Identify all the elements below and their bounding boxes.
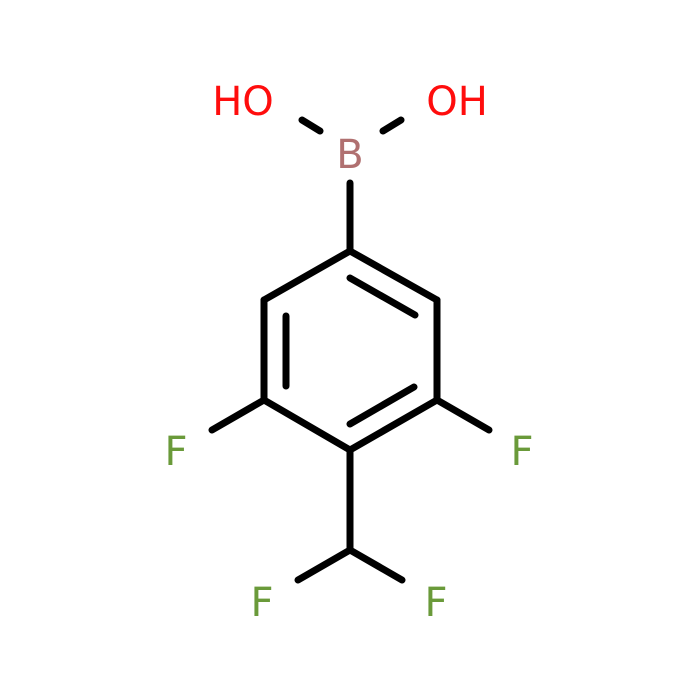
bond-c6-c1 [346, 247, 441, 304]
double-bond-inner-c4-c5 [346, 383, 418, 428]
bond-b-o-left [298, 116, 324, 135]
bonds [208, 116, 493, 584]
atom-label-f-right: F [510, 429, 533, 475]
bond-ch-f-bottom-right [346, 546, 406, 584]
bond-c3-c4 [260, 396, 354, 454]
atom-label-oh-right: OH [426, 79, 488, 125]
bond-c4-c5 [346, 396, 441, 454]
bond-c3-f-left [208, 396, 268, 434]
bond-ch-f-bottom-left [294, 546, 354, 584]
bond-c1-c2 [260, 247, 354, 304]
atom-label-boron: B [336, 132, 363, 178]
atom-label-f-bottom-left: F [250, 580, 273, 626]
double-bond-inner-c1-c6 [346, 274, 419, 319]
atom-label-f-left: F [164, 429, 187, 475]
bond-b-o-right [379, 116, 405, 135]
atom-label-ho-left: HO [212, 79, 274, 125]
atom-label-f-bottom-right: F [424, 580, 447, 626]
atom-labels: HO OH B F F F F [164, 79, 533, 626]
bond-c5-f-right [433, 396, 493, 434]
